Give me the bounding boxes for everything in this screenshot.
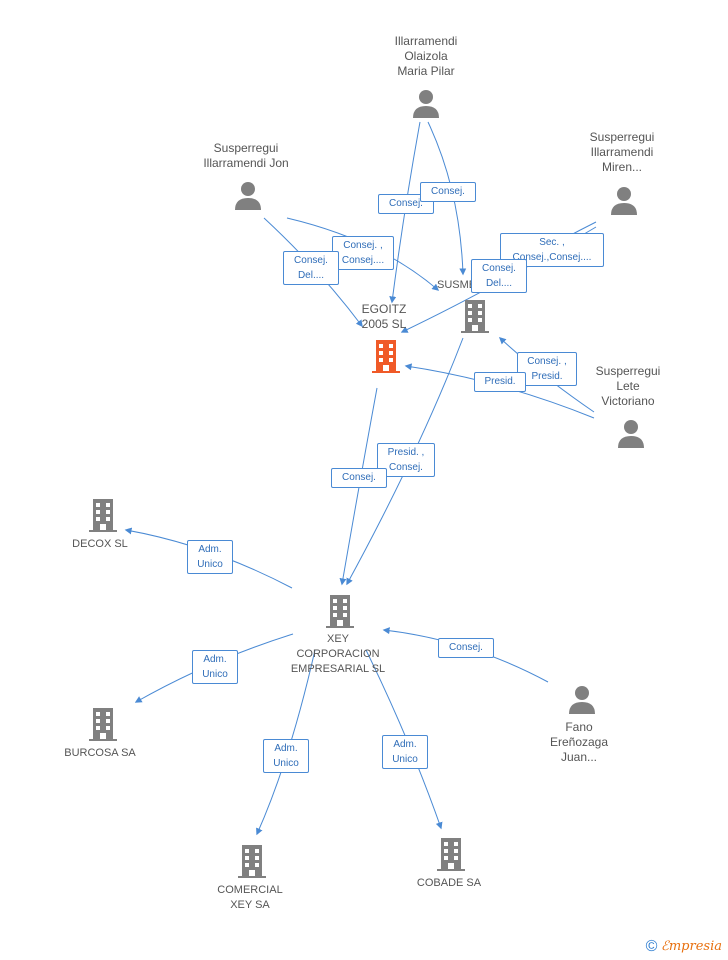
edge-label[interactable]: Consej. , Consej....: [332, 236, 394, 270]
building-icon[interactable]: [87, 706, 119, 742]
edge-label[interactable]: Adm. Unico: [192, 650, 238, 684]
building-icon[interactable]: [459, 298, 491, 334]
building-icon-highlighted[interactable]: [370, 338, 402, 374]
node-label-decox[interactable]: DECOX SL: [72, 538, 128, 550]
node-label-egoitz[interactable]: EGOITZ 2005 SL: [361, 302, 407, 331]
edge-label[interactable]: Consej. , Presid.: [517, 352, 577, 386]
node-label-xey[interactable]: XEY CORPORACION EMPRESARIAL SL: [290, 633, 386, 675]
node-label-susperregui-miren[interactable]: Susperregui Illarramendi Miren...: [589, 130, 655, 174]
edge-label[interactable]: Consej.: [420, 182, 476, 202]
edge-label[interactable]: Consej. Del....: [471, 259, 527, 293]
building-icon[interactable]: [236, 843, 268, 879]
person-icon[interactable]: [610, 186, 638, 216]
empresia-watermark: © ℰmpresia: [646, 938, 722, 956]
node-label-susperregui-lete[interactable]: Susperregui Lete Victoriano: [595, 364, 661, 408]
edge-label[interactable]: Consej.: [438, 638, 494, 658]
person-icon[interactable]: [234, 181, 262, 211]
person-icon[interactable]: [568, 685, 596, 715]
edge-label[interactable]: Consej.: [331, 468, 387, 488]
building-icon[interactable]: [435, 836, 467, 872]
node-label-illarramendi-olaizola[interactable]: Illarramendi Olaizola Maria Pilar: [394, 34, 458, 78]
node-label-comercial-xey[interactable]: COMERCIAL XEY SA: [217, 884, 283, 911]
node-label-burcosa[interactable]: BURCOSA SA: [64, 747, 136, 759]
building-icon[interactable]: [87, 497, 119, 533]
node-label-cobade[interactable]: COBADE SA: [416, 877, 482, 889]
person-icon[interactable]: [617, 419, 645, 449]
person-icon[interactable]: [412, 89, 440, 119]
node-label-fano[interactable]: Fano Ereñozaga Juan...: [549, 720, 609, 764]
edge-label[interactable]: Consej. Del....: [283, 251, 339, 285]
node-label-susperregui-jon[interactable]: Susperregui Illarramendi Jon: [203, 141, 289, 170]
edge-label[interactable]: Presid.: [474, 372, 526, 392]
edge-label[interactable]: Adm. Unico: [382, 735, 428, 769]
empresia-logo: ℰmpresia: [660, 939, 722, 954]
edge-label[interactable]: Adm. Unico: [263, 739, 309, 773]
building-icon[interactable]: [324, 593, 356, 629]
copyright-icon: ©: [645, 938, 658, 955]
edge-label[interactable]: Adm. Unico: [187, 540, 233, 574]
edge-label[interactable]: Sec. , Consej.,Consej....: [500, 233, 604, 267]
